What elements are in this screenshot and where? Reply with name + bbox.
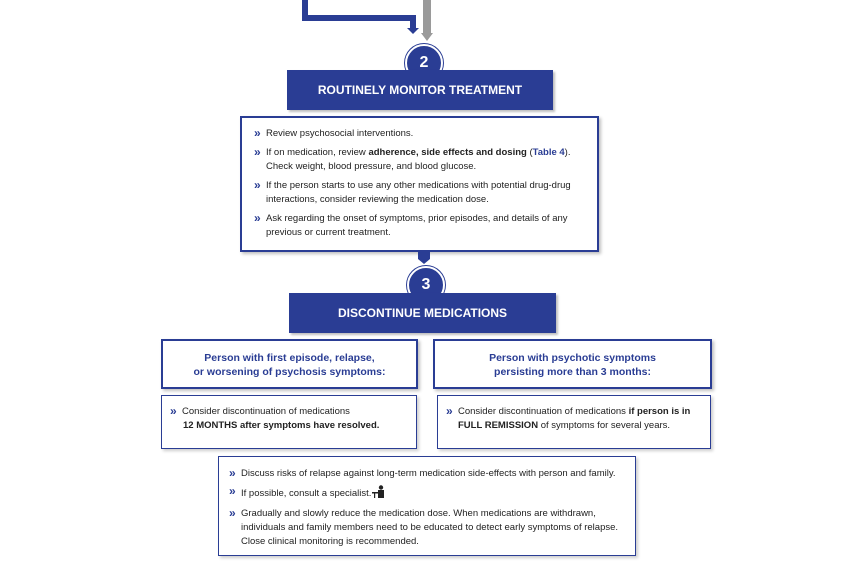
step-2-title: ROUTINELY MONITOR TREATMENT (287, 70, 553, 110)
list-item: » If on medication, review adherence, si… (254, 145, 571, 173)
list-item: » Consider discontinuation of medication… (446, 404, 691, 432)
list-item: » Consider discontinuation of medication… (170, 404, 380, 432)
monitor-box: » Review psychosocial interventions. » I… (240, 116, 599, 252)
list-item: » Discuss risks of relapse against long-… (229, 466, 616, 480)
persisting-symptoms-detail-box: » Consider discontinuation of medication… (437, 395, 711, 449)
list-item: » If possible, consult a specialist. (229, 485, 625, 503)
connector-blue (301, 0, 419, 34)
step-3-title: DISCONTINUE MEDICATIONS (289, 293, 556, 333)
first-episode-detail-box: » Consider discontinuation of medication… (161, 395, 417, 449)
double-chevron-icon: » (229, 484, 236, 498)
double-chevron-icon: » (254, 145, 261, 159)
first-episode-heading-box: Person with first episode, relapse, or w… (161, 339, 418, 389)
double-chevron-icon: » (254, 126, 261, 140)
list-item: » Gradually and slowly reduce the medica… (229, 506, 619, 548)
list-item: » If the person starts to use any other … (254, 178, 571, 206)
connector-gray (420, 0, 434, 42)
discontinuation-guidance-box: » Discuss risks of relapse against long-… (218, 456, 636, 556)
double-chevron-icon: » (170, 404, 177, 418)
table-4-link[interactable]: Table 4 (532, 147, 565, 158)
double-chevron-icon: » (254, 178, 261, 192)
persisting-symptoms-heading-box: Person with psychotic symptoms persistin… (433, 339, 712, 389)
step-2-number: 2 (419, 54, 429, 71)
step-3-title-text: DISCONTINUE MEDICATIONS (337, 306, 508, 320)
list-item: » Ask regarding the onset of symptoms, p… (254, 211, 568, 239)
double-chevron-icon: » (229, 506, 236, 520)
step-3-number: 3 (421, 276, 431, 293)
double-chevron-icon: » (229, 466, 236, 480)
specialist-icon (372, 485, 386, 503)
double-chevron-icon: » (446, 404, 453, 418)
step-2-title-text: ROUTINELY MONITOR TREATMENT (317, 83, 523, 97)
list-item: » Review psychosocial interventions. (254, 126, 414, 140)
connector-down (417, 251, 431, 265)
double-chevron-icon: » (254, 211, 261, 225)
